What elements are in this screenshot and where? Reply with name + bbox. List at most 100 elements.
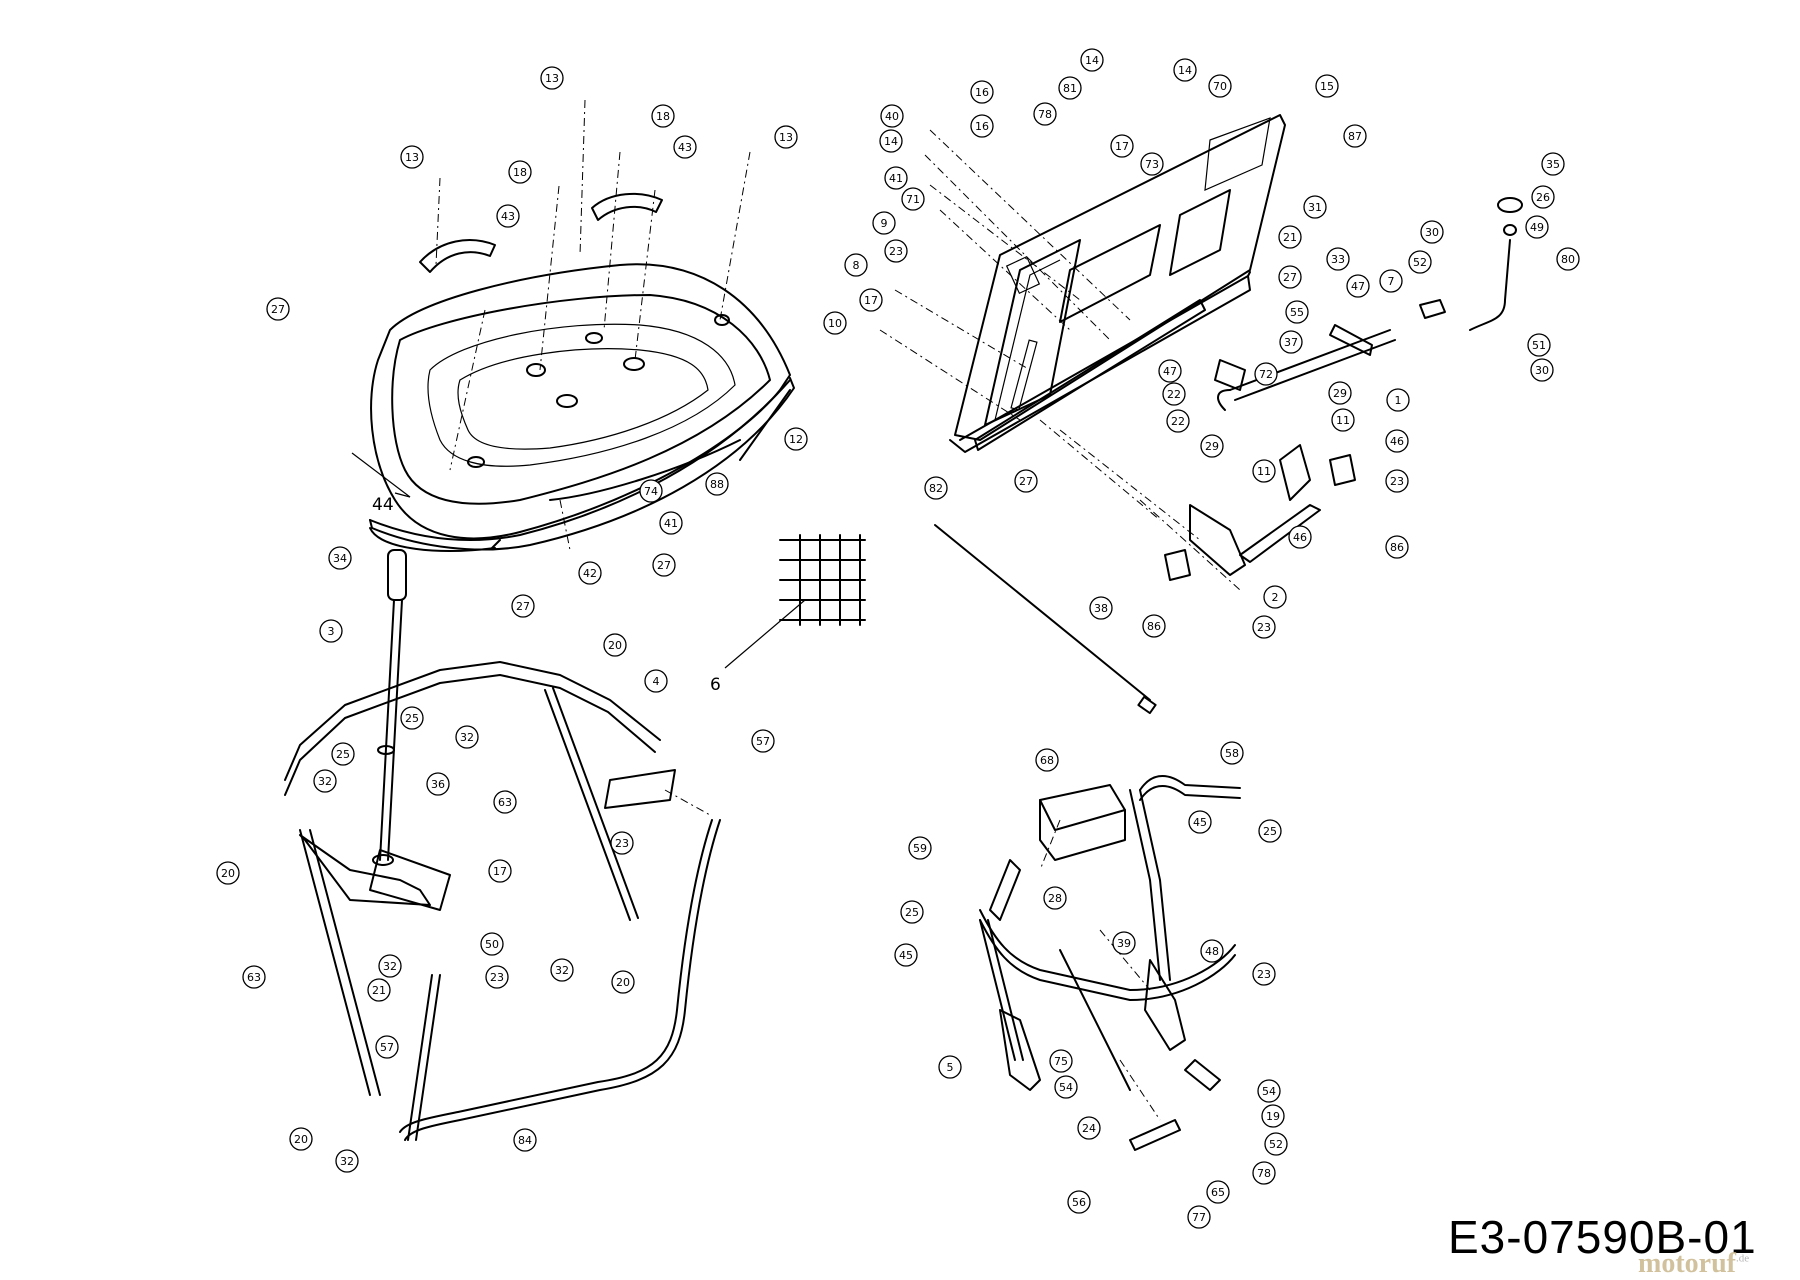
callout-43: 43 — [673, 135, 697, 159]
callout-number: 87 — [1348, 130, 1362, 143]
callout-63: 63 — [493, 790, 517, 814]
drawing-code: E3-07590B-01 — [1448, 1211, 1757, 1263]
callout-22: 22 — [1162, 382, 1186, 406]
callout-circle — [1058, 76, 1082, 100]
callout-number: 20 — [294, 1133, 308, 1146]
callout-circle — [639, 479, 663, 503]
callout-circle — [400, 706, 424, 730]
callout-47: 47 — [1158, 359, 1182, 383]
callout-number: 32 — [340, 1155, 354, 1168]
callout-circle — [884, 239, 908, 263]
callout-number: 54 — [1262, 1085, 1276, 1098]
callout-number: 22 — [1167, 388, 1181, 401]
callout-81: 81 — [1058, 76, 1082, 100]
callout-circle — [1054, 1075, 1078, 1099]
callout-number: 34 — [333, 552, 347, 565]
callout-circle — [1035, 748, 1059, 772]
callout-number: 19 — [1266, 1110, 1280, 1123]
callout-circle — [1530, 358, 1554, 382]
callout-27: 27 — [652, 553, 676, 577]
callout-73: 73 — [1140, 152, 1164, 176]
callout-number: 2 — [1272, 591, 1279, 604]
callout-number: 1 — [1395, 394, 1402, 407]
seat-pan-assembly — [351, 99, 795, 552]
callout-circle — [1346, 274, 1370, 298]
callout-number: 37 — [1284, 336, 1298, 349]
callout-circle — [1089, 596, 1113, 620]
callout-number: 32 — [383, 960, 397, 973]
callout-5: 5 — [938, 1055, 962, 1079]
callout-57: 57 — [375, 1035, 399, 1059]
callout-number: 29 — [1205, 440, 1219, 453]
callout-number: 45 — [1193, 816, 1207, 829]
callout-75: 75 — [1049, 1049, 1073, 1073]
callout-14: 14 — [1080, 48, 1104, 72]
callout-24: 24 — [1077, 1116, 1101, 1140]
callout-18: 18 — [508, 160, 532, 184]
callout-number: 33 — [1331, 253, 1345, 266]
callout-number: 18 — [656, 110, 670, 123]
callout-27: 27 — [1278, 265, 1302, 289]
callout-number: 13 — [779, 131, 793, 144]
callout-87: 87 — [1343, 124, 1367, 148]
callout-23: 23 — [1252, 962, 1276, 986]
callout-78: 78 — [1033, 102, 1057, 126]
callout-38: 38 — [1089, 596, 1113, 620]
callout-number: 70 — [1213, 80, 1227, 93]
callout-circle — [859, 288, 883, 312]
callout-circle — [1315, 74, 1339, 98]
callout-circle — [1200, 939, 1224, 963]
callout-circle — [511, 594, 535, 618]
callout-number: 65 — [1211, 1186, 1225, 1199]
callout-number: 15 — [1320, 80, 1334, 93]
callout-number: 16 — [975, 86, 989, 99]
callout-circle — [1386, 388, 1410, 412]
callout-circle — [313, 769, 337, 793]
callout-12: 12 — [784, 427, 808, 451]
callout-number: 30 — [1425, 226, 1439, 239]
callout-circle — [508, 160, 532, 184]
callout-circle — [1261, 1104, 1285, 1128]
label-6: 6 — [710, 675, 721, 695]
callout-circle — [513, 1128, 537, 1152]
callout-number: 14 — [1085, 54, 1099, 67]
callout-circle — [578, 561, 602, 585]
callout-29: 29 — [1328, 381, 1352, 405]
callout-18: 18 — [651, 104, 675, 128]
callout-circle — [1328, 381, 1352, 405]
callout-number: 8 — [853, 259, 860, 272]
callout-number: 55 — [1290, 306, 1304, 319]
callout-26: 26 — [1531, 185, 1555, 209]
callout-number: 32 — [318, 775, 332, 788]
callout-circle — [1080, 48, 1104, 72]
callout-82: 82 — [924, 476, 948, 500]
callout-number: 68 — [1040, 754, 1054, 767]
callout-circle — [1067, 1190, 1091, 1214]
callout-25: 25 — [900, 900, 924, 924]
callout-84: 84 — [513, 1128, 537, 1152]
callout-circle — [266, 297, 290, 321]
callout-46: 46 — [1288, 525, 1312, 549]
callout-number: 47 — [1163, 365, 1177, 378]
callout-13: 13 — [774, 125, 798, 149]
callout-circle — [884, 166, 908, 190]
callout-number: 23 — [1257, 968, 1271, 981]
callout-number: 80 — [1561, 253, 1575, 266]
watermark: motoruf.de — [1638, 1248, 1749, 1280]
callout-number: 59 — [913, 842, 927, 855]
callout-25: 25 — [400, 706, 424, 730]
callout-1: 1 — [1386, 388, 1410, 412]
callout-86: 86 — [1142, 614, 1166, 638]
callout-55: 55 — [1285, 300, 1309, 324]
callout-14: 14 — [1173, 58, 1197, 82]
callout-54: 54 — [1257, 1079, 1281, 1103]
callout-17: 17 — [1110, 134, 1134, 158]
callout-circle — [331, 742, 355, 766]
callout-circle — [426, 772, 450, 796]
callout-14: 14 — [879, 129, 903, 153]
callout-circle — [1257, 1079, 1281, 1103]
callout-circle — [1343, 124, 1367, 148]
callout-number: 41 — [889, 172, 903, 185]
callout-number: 13 — [405, 151, 419, 164]
callout-39: 39 — [1112, 931, 1136, 955]
